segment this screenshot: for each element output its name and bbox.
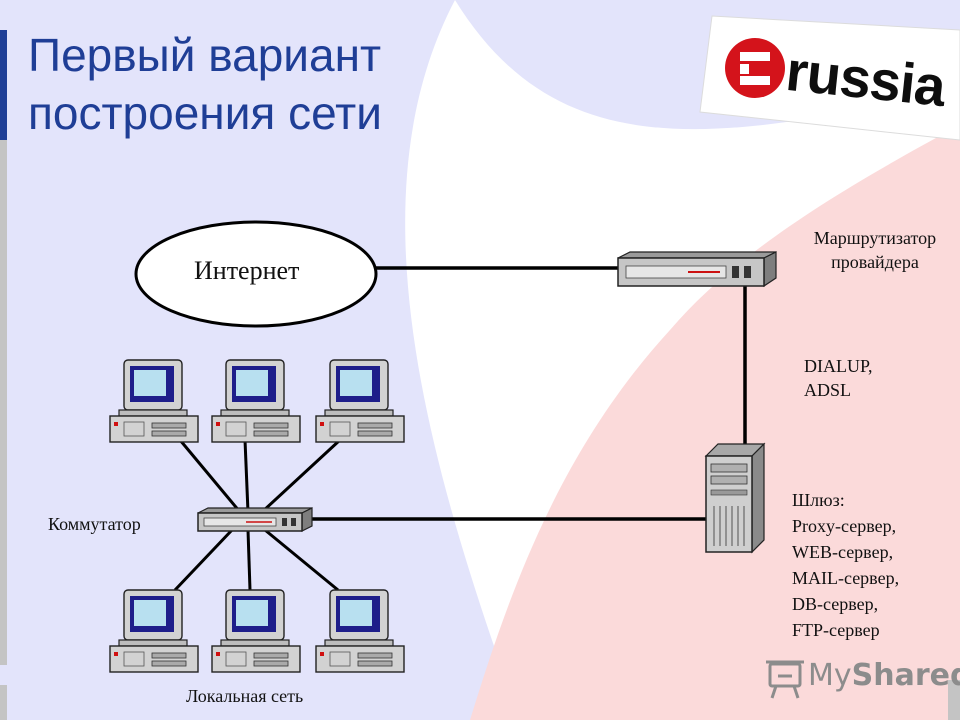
- router-icon: [617, 251, 777, 288]
- lan-links: [173, 438, 342, 592]
- gateway-label: Шлюз: Proxy-сервер, WEB-сервер, MAIL-сер…: [792, 490, 900, 640]
- internet-ellipse: [134, 220, 378, 328]
- e-russia-logo: [699, 15, 960, 141]
- presentation-icon: [766, 660, 804, 699]
- server-icon: [704, 442, 766, 554]
- page-title-line-1: Первый вариант: [28, 29, 382, 81]
- switch-icon: [197, 507, 313, 532]
- page-title-line-2: построения сети: [28, 87, 382, 139]
- background-pink: [470, 125, 960, 720]
- side-bar: [0, 140, 7, 665]
- watermark: MyShared: [808, 658, 960, 693]
- accent-bar: [0, 30, 7, 140]
- router-label: Маршрутизатор провайдера: [813, 228, 937, 272]
- e-logo-icon: [725, 38, 785, 98]
- lan-label: Локальная сеть: [186, 686, 304, 706]
- connection-type-label: DIALUP, ADSL: [804, 356, 873, 400]
- internet-label: Интернет: [194, 256, 300, 285]
- switch-label: Коммутатор: [48, 514, 141, 534]
